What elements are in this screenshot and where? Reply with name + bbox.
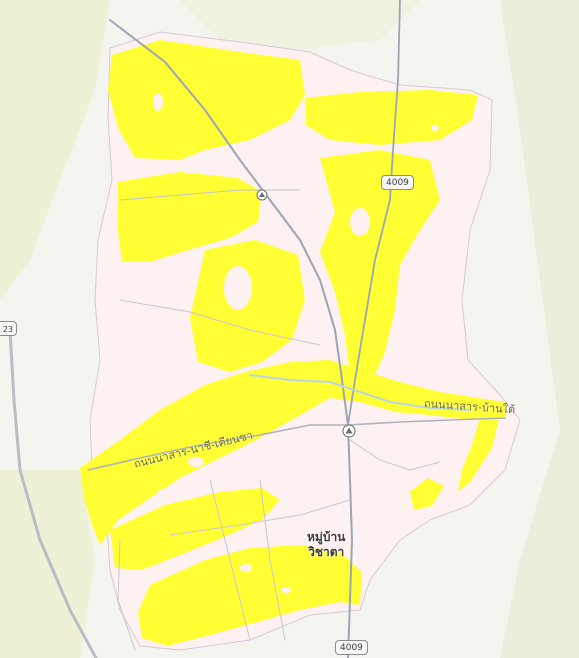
road-4009 [347,0,401,426]
temple-icon[interactable] [342,424,356,438]
road-local-3 [209,479,251,641]
flood-east-band [320,150,440,382]
place-label-line2: วิชาตา [308,545,345,559]
gap-3 [224,266,252,310]
road-local-1 [119,189,301,201]
road-local-6 [169,499,351,536]
flood-center-west [190,240,305,372]
terrain-green-north [180,0,420,50]
terrain-green-east [500,0,579,658]
road-local-7 [117,539,136,651]
gap-5 [188,457,204,467]
roads [8,0,506,658]
road-west-east [87,417,506,471]
main-road-north-south [109,19,353,658]
flood-areas [80,40,505,646]
place-label-village[interactable]: หมู่บ้าน วิชาตา [307,530,345,560]
flood-south [138,545,362,646]
flood-main-river-band [80,360,505,545]
road-shield-4009-south: 4009 [335,640,368,655]
flood-gaps [153,93,439,593]
highway-west-edge [8,328,98,658]
flood-south-west [110,488,280,570]
place-label-line1: หมู่บ้าน [307,530,346,544]
terrain-green-west [0,0,110,300]
road-shield-edge: 23 [0,321,17,336]
river [249,374,471,411]
gap-4 [350,208,370,236]
gap-1 [153,93,163,111]
gap-8 [281,587,291,593]
gap-7 [240,564,252,572]
gap-2 [431,125,439,131]
road-local-4 [259,479,286,641]
flood-south-east-strip [458,415,500,492]
flood-north-west [108,40,305,160]
flood-north-middle [118,172,262,262]
road-shield-4009-north: 4009 [381,175,414,190]
road-local-5 [349,439,441,471]
gap-6 [158,489,166,495]
flood-north-east [305,90,478,145]
flood-patch-east [410,478,444,510]
temple-icon[interactable] [256,189,268,201]
road-local-2 [119,299,321,346]
